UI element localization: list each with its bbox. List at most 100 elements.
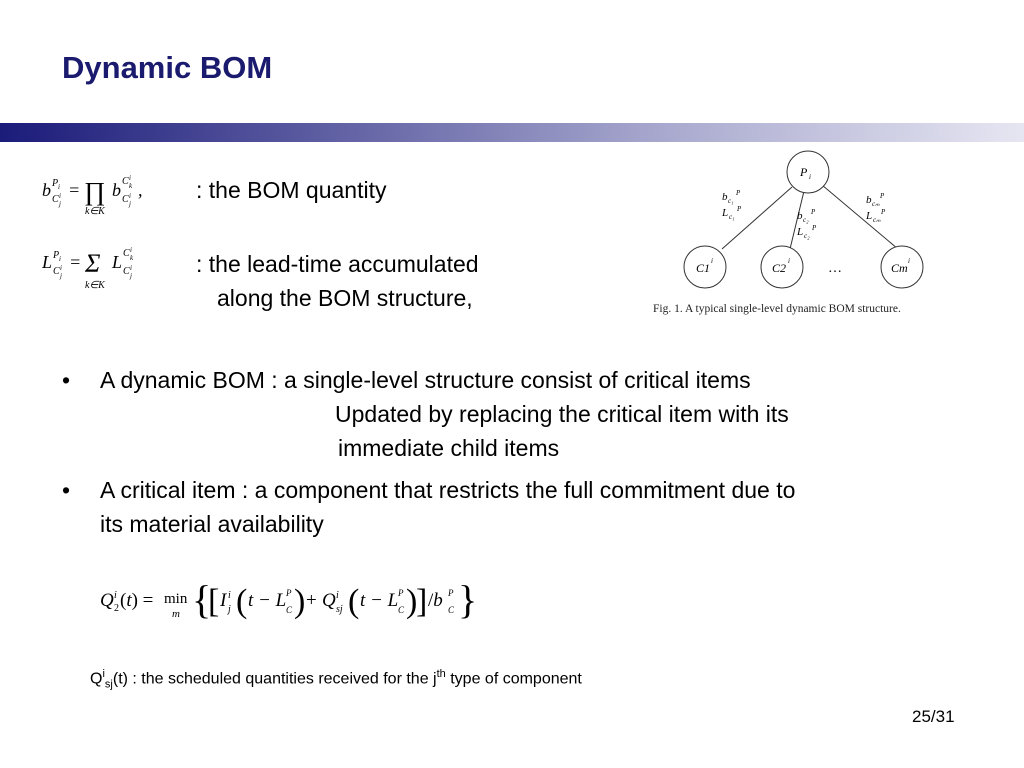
scheduled-quantity-equation: Q i 2 (t) = min m { [ I i j ( t − L P C …	[100, 570, 490, 636]
svg-text:=: =	[69, 252, 81, 272]
svg-text:P: P	[879, 192, 885, 200]
svg-text:c₁: c₁	[729, 213, 735, 221]
lead-time-description-line1: : the lead-time accumulated	[196, 251, 479, 277]
page-number: 25/31	[912, 707, 955, 726]
edge-label-b-c2: b	[797, 210, 803, 222]
parent-node-label: P	[799, 165, 808, 179]
svg-text:I: I	[219, 590, 228, 611]
svg-text:i: i	[788, 257, 790, 265]
svg-text:i: i	[59, 192, 61, 200]
svg-text:k∈K: k∈K	[85, 206, 106, 217]
svg-text:c₂: c₂	[804, 232, 810, 240]
svg-text:i: i	[228, 590, 231, 601]
bullet-item-2: • A critical item : a component that res…	[62, 473, 982, 541]
svg-text:L: L	[42, 252, 52, 272]
svg-text:P: P	[810, 208, 816, 216]
svg-text:j: j	[59, 272, 62, 280]
bom-quantity-formula-svg: b P i C i j = ∏ k∈K b C i k C i j ,	[42, 174, 143, 217]
note-text-1: (t) : the scheduled quantities received …	[112, 670, 437, 688]
svg-text:i: i	[114, 590, 117, 601]
note-text-2: type of component	[445, 670, 582, 688]
child-node-m-label: Cm	[891, 261, 908, 275]
svg-text:c₁: c₁	[728, 197, 734, 205]
svg-text:2: 2	[114, 603, 119, 614]
svg-text:i: i	[711, 257, 713, 265]
note-sub-sj: sj	[104, 678, 113, 691]
bullet-list: • A dynamic BOM : a single-level structu…	[62, 363, 982, 541]
svg-text:b: b	[112, 180, 121, 200]
child-node-m	[880, 245, 924, 289]
svg-text:P: P	[397, 588, 404, 598]
bom-quantity-formula: b P i C i j = ∏ k∈K b C i k C i j ,	[42, 170, 172, 223]
svg-text:[: [	[208, 583, 219, 620]
lead-time-description: : the lead-time accumulated along the BO…	[196, 247, 479, 315]
svg-text:C: C	[122, 194, 129, 205]
bullet-1-line3: immediate child items	[338, 435, 560, 461]
svg-text:∏: ∏	[84, 177, 105, 206]
svg-text:i: i	[908, 257, 910, 265]
lead-time-formula-svg: L P i C i j = Σ k∈K L C i k C i j	[41, 246, 134, 291]
svg-text:C: C	[52, 194, 59, 205]
svg-text:]: ]	[416, 583, 427, 620]
edge-label-b-c1: b	[722, 191, 728, 203]
svg-text:t − L: t − L	[248, 590, 286, 611]
edge-label-b-cm: b	[866, 194, 872, 206]
edge-label-l-c1: L	[721, 207, 728, 219]
svg-text:i: i	[130, 246, 132, 254]
svg-text:i: i	[336, 590, 339, 601]
svg-text:L: L	[111, 252, 122, 272]
bullet-item-1: • A dynamic BOM : a single-level structu…	[62, 363, 982, 465]
svg-text:P: P	[735, 189, 741, 197]
svg-text:b: b	[42, 180, 51, 200]
bullet-marker: •	[62, 367, 71, 393]
svg-text:): )	[294, 583, 305, 620]
svg-text:C: C	[448, 605, 455, 615]
lead-time-description-line2: along the BOM structure,	[217, 285, 473, 311]
svg-text:j: j	[226, 604, 231, 615]
svg-text:(: (	[348, 583, 359, 620]
bom-structure-figure: P i C1 i C2 i … Cm i b c₁ P L c₁ P b c₂ …	[640, 145, 970, 320]
svg-text:j: j	[58, 200, 61, 208]
note-q: Q	[90, 670, 103, 688]
svg-text:i: i	[59, 255, 61, 263]
edge-p-cm	[821, 184, 899, 250]
svg-text:k: k	[130, 254, 134, 262]
svg-text:P: P	[447, 588, 454, 598]
edge-p-c1	[721, 186, 793, 250]
svg-text:i: i	[809, 173, 811, 181]
svg-text:(t) =: (t) =	[120, 590, 153, 611]
bullet-2-line1: A critical item : a component that restr…	[100, 477, 796, 503]
note-sup-th: th	[436, 668, 446, 680]
svg-text:(: (	[236, 583, 247, 620]
ellipsis: …	[828, 261, 842, 276]
svg-text:P: P	[285, 588, 292, 598]
svg-text:i: i	[58, 183, 60, 191]
svg-text:P: P	[880, 208, 886, 216]
svg-text:t − L: t − L	[360, 590, 398, 611]
svg-text:+: +	[306, 590, 317, 611]
svg-text:i: i	[130, 264, 132, 272]
svg-text:C: C	[123, 266, 130, 277]
svg-text:,: ,	[138, 180, 143, 200]
child-node-1-label: C1	[696, 261, 710, 275]
svg-text:j: j	[128, 200, 131, 208]
bullet-marker: •	[62, 477, 71, 503]
svg-text:j: j	[129, 272, 132, 280]
note-sup-i: i	[102, 668, 105, 680]
svg-text:cₘ: cₘ	[872, 200, 880, 208]
svg-text:i: i	[60, 264, 62, 272]
equation-svg: Q i 2 (t) = min m { [ I i j ( t − L P C …	[100, 577, 477, 622]
svg-text:i: i	[129, 192, 131, 200]
svg-text:}: }	[458, 577, 477, 622]
svg-text:P: P	[736, 205, 742, 213]
svg-text:sj: sj	[336, 604, 343, 615]
svg-text:P: P	[52, 250, 59, 261]
svg-text:C: C	[398, 605, 405, 615]
edge-label-l-cm: L	[865, 210, 872, 222]
svg-text:c₂: c₂	[803, 216, 809, 224]
svg-text:P: P	[51, 178, 58, 189]
svg-text:=: =	[68, 180, 80, 200]
svg-text:C: C	[286, 605, 293, 615]
bom-structure-diagram: P i C1 i C2 i … Cm i b c₁ P L c₁ P b c₂ …	[653, 150, 924, 315]
lead-time-formula: L P i C i j = Σ k∈K L C i k C i j	[41, 242, 172, 299]
